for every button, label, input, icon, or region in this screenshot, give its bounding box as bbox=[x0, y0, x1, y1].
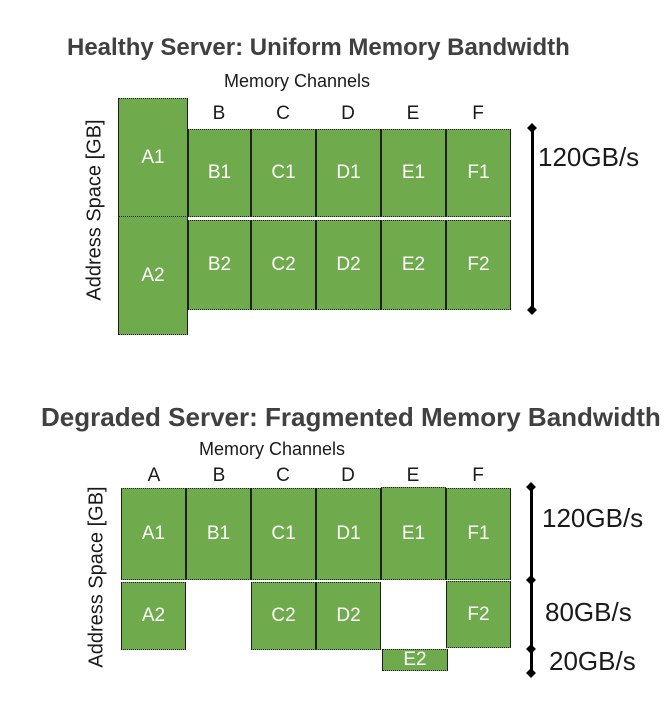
diamond-arrowhead-icon bbox=[526, 482, 536, 492]
diamond-arrowhead-icon bbox=[526, 575, 536, 585]
healthy-memory-block-a2: A2 bbox=[118, 216, 188, 335]
healthy-memory-block-b1: B1 bbox=[188, 129, 251, 217]
healthy-y-axis-title: Address Space [GB] bbox=[83, 119, 106, 301]
arrow-line bbox=[531, 128, 534, 310]
degraded-y-axis-title: Address Space [GB] bbox=[85, 486, 108, 668]
degraded-column-header-c: C bbox=[276, 465, 290, 486]
healthy-column-header-f: F bbox=[472, 103, 484, 124]
degraded-memory-block-d2: D2 bbox=[316, 582, 381, 650]
degraded-column-header-a: A bbox=[147, 465, 161, 486]
healthy-memory-block-f2: F2 bbox=[446, 220, 511, 310]
degraded-memory-block-d1: D1 bbox=[316, 488, 381, 580]
healthy-memory-block-e2: E2 bbox=[381, 220, 446, 310]
degraded-memory-block-f1: F1 bbox=[446, 488, 511, 580]
diamond-arrowhead-icon bbox=[526, 668, 536, 678]
healthy-memory-block-f1: F1 bbox=[446, 129, 511, 217]
healthy-memory-block-c1: C1 bbox=[251, 129, 316, 217]
degraded-column-header-e: E bbox=[406, 465, 420, 486]
healthy-bandwidth-label-120: 120GB/s bbox=[538, 142, 640, 172]
degraded-column-header-b: B bbox=[212, 465, 226, 486]
degraded-bandwidth-label-80: 80GB/s bbox=[545, 597, 632, 627]
diamond-arrowhead-icon bbox=[527, 123, 537, 133]
healthy-column-header-e: E bbox=[406, 103, 420, 124]
healthy-column-header-d: D bbox=[341, 103, 355, 124]
degraded-column-header-f: F bbox=[472, 465, 484, 486]
diamond-arrowhead-icon bbox=[527, 305, 537, 315]
degraded-memory-block-b1: B1 bbox=[186, 488, 251, 580]
degraded-title: Degraded Server: Fragmented Memory Bandw… bbox=[41, 402, 661, 432]
degraded-memory-block-f2: F2 bbox=[446, 581, 511, 648]
healthy-memory-block-c2: C2 bbox=[251, 220, 316, 310]
degraded-memory-block-e1: E1 bbox=[381, 487, 446, 580]
healthy-column-header-c: C bbox=[276, 103, 290, 124]
degraded-memory-block-e2: E2 bbox=[382, 649, 448, 671]
degraded-bandwidth-label-20: 20GB/s bbox=[549, 646, 636, 676]
healthy-memory-block-e1: E1 bbox=[381, 129, 446, 217]
healthy-column-header-b: B bbox=[212, 103, 226, 124]
degraded-memory-block-c1: C1 bbox=[251, 488, 316, 580]
healthy-x-axis-title: Memory Channels bbox=[223, 71, 371, 91]
healthy-memory-block-b2: B2 bbox=[188, 220, 251, 310]
diamond-arrowhead-icon bbox=[526, 644, 536, 654]
degraded-memory-block-c2: C2 bbox=[251, 582, 316, 650]
degraded-bandwidth-label-120: 120GB/s bbox=[542, 503, 644, 533]
degraded-x-axis-title: Memory Channels bbox=[198, 439, 346, 459]
healthy-memory-block-d1: D1 bbox=[316, 129, 381, 217]
degraded-memory-block-a2: A2 bbox=[121, 582, 186, 650]
healthy-title: Healthy Server: Uniform Memory Bandwidth bbox=[67, 34, 570, 61]
degraded-memory-block-a1: A1 bbox=[121, 488, 186, 580]
degraded-column-header-d: D bbox=[341, 465, 355, 486]
healthy-memory-block-d2: D2 bbox=[316, 220, 381, 310]
healthy-memory-block-a1: A1 bbox=[118, 98, 188, 217]
